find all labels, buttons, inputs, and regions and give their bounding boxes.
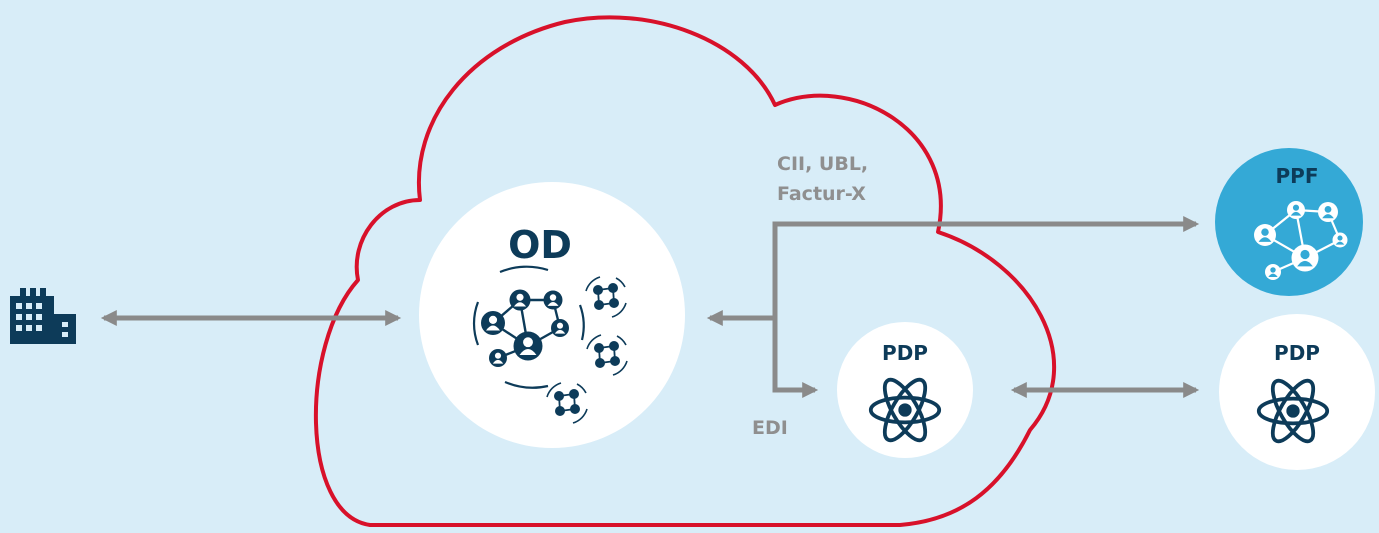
od-node: OD (419, 182, 685, 448)
format-label-line1: CII, UBL, (777, 153, 868, 175)
network-people-icon (1254, 201, 1348, 280)
arrow-od-pdp (772, 318, 819, 399)
ppf-node: PPF (1215, 148, 1363, 296)
building-icon (10, 288, 76, 344)
pdp-outer-node: PDP (1219, 314, 1375, 470)
ppf-label: PPF (1276, 164, 1319, 188)
pdp-inner-node: PDP (837, 322, 973, 458)
pdp-inner-label: PDP (882, 341, 928, 365)
od-label: OD (508, 223, 572, 267)
pdp-outer-label: PDP (1274, 341, 1320, 365)
edi-label: EDI (752, 417, 788, 439)
network-people-icon (472, 265, 628, 424)
format-label-line2: Factur-X (777, 183, 866, 205)
arrow-od-ppf (706, 215, 1200, 327)
arrows (100, 215, 1200, 399)
